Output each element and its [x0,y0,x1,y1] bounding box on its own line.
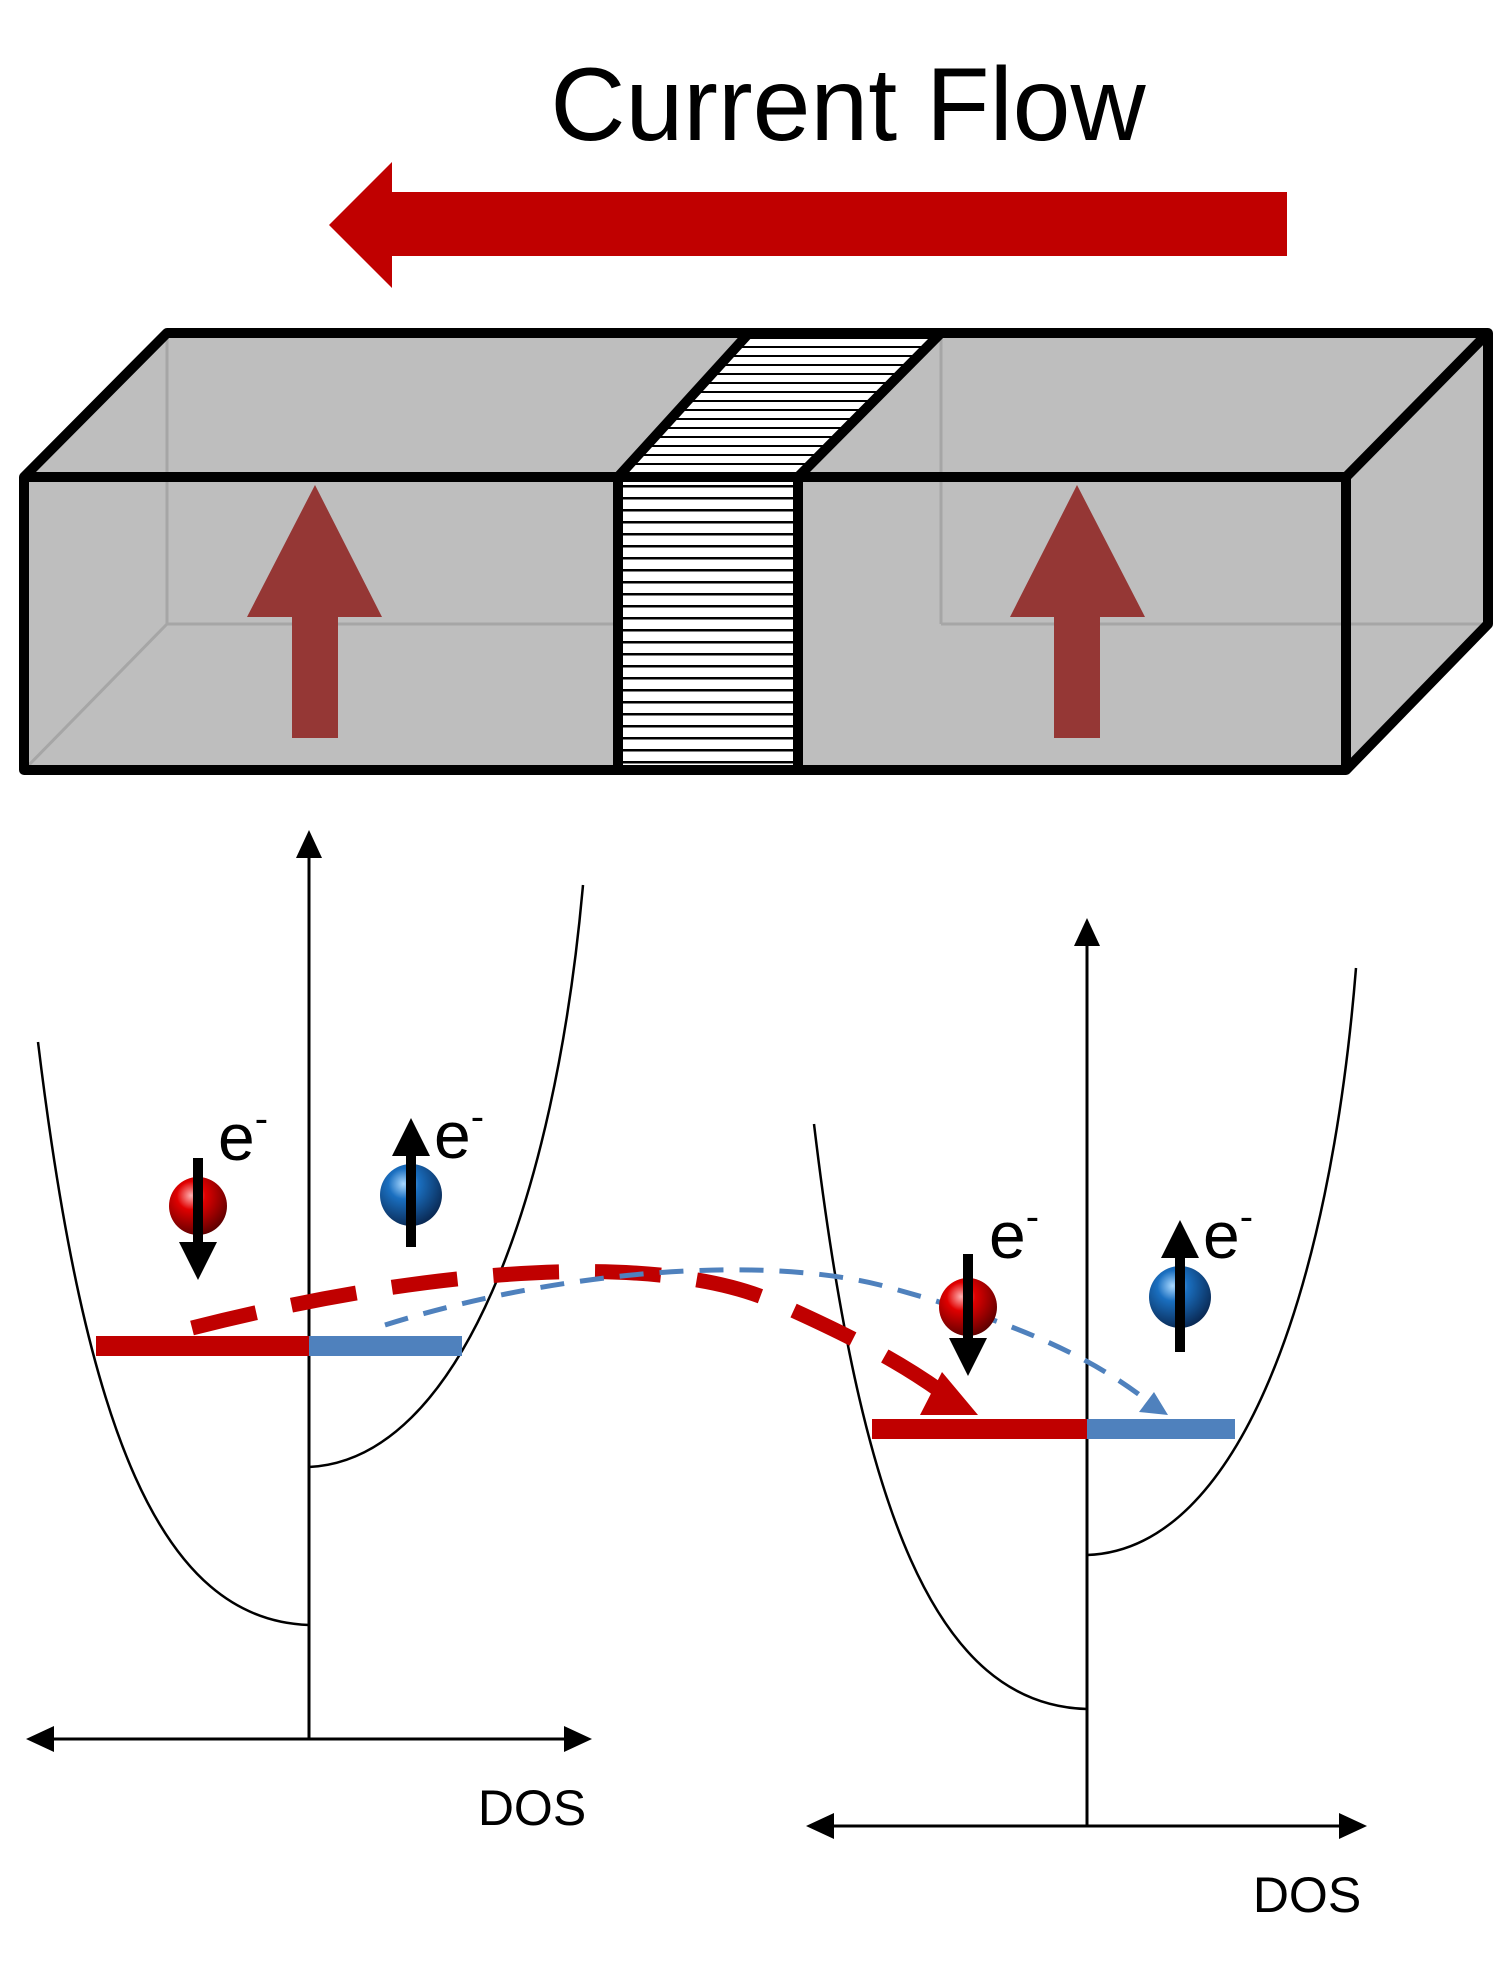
left-spin-down-dos-curve [36,1041,310,1627]
spin-up-tunneling-arrowhead [1139,1392,1168,1415]
right-spin-down-dos-curve [812,1123,1088,1711]
right-dos-axis-right-arrowhead [1339,1813,1367,1839]
left-spin-up-dos-curve [308,884,585,1469]
spin-down-arrow-icon [949,1338,987,1376]
spin-up-tunneling-path [384,1267,1152,1405]
electron-label: e- [1203,1195,1253,1272]
spin-down-arrow-icon [179,1242,217,1280]
junction-block [19,328,1493,775]
right-dos-axis-left-arrowhead [806,1813,834,1839]
left-electrode-top-face [24,333,749,477]
electron-label: e- [434,1095,484,1172]
right-dos-axis-label: DOS [1253,1867,1361,1923]
electron-label: e- [218,1097,268,1174]
right-spin-down-electron: e- [939,1195,1039,1376]
right-magnetization-arrow [1010,485,1145,738]
right-electrode-top-face [798,333,1488,477]
right-energy-axis-arrowhead [1074,918,1100,946]
spin-up-arrow-icon [392,1118,430,1156]
right-dos-plot: DOS [806,918,1367,1923]
electron-label: e- [989,1195,1039,1272]
left-energy-axis-arrowhead [296,830,322,858]
left-spin-up-electron: e- [380,1095,484,1247]
left-dos-axis-left-arrowhead [26,1726,54,1752]
left-dos-plot: DOS [26,830,592,1836]
spin-up-arrow-icon [1161,1220,1199,1258]
right-spin-up-dos-curve [1086,967,1358,1557]
current-flow-arrow [329,162,1287,288]
title: Current Flow [550,47,1146,163]
spin-down-tunneling-arrowhead [920,1372,978,1415]
right-spin-up-electron: e- [1149,1195,1253,1352]
left-magnetization-arrow [247,485,382,738]
left-dos-axis-label: DOS [478,1780,586,1836]
left-dos-axis-right-arrowhead [564,1726,592,1752]
barrier-top-face [618,333,941,477]
block-outline [19,328,1493,775]
tunnel-barrier [618,477,798,770]
spin-down-tunneling-path [190,1264,955,1405]
left-spin-down-electron: e- [169,1097,268,1280]
